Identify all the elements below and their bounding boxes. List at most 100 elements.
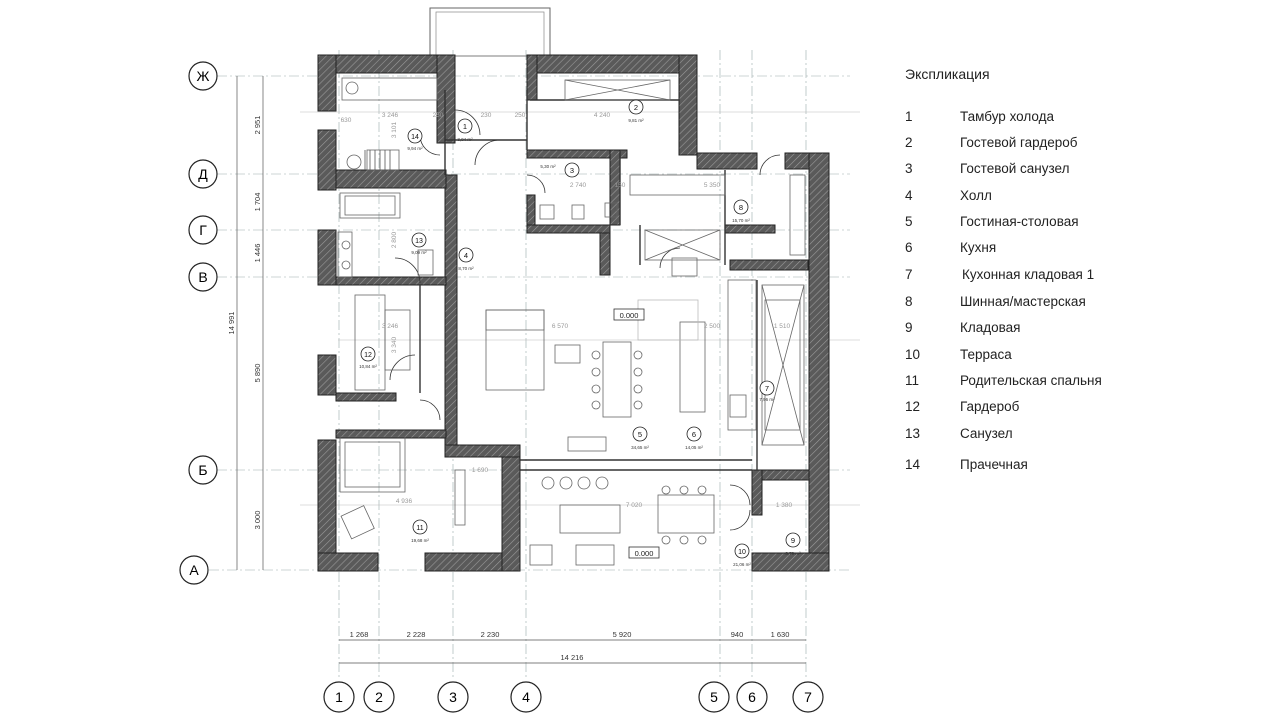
inner-dim: 4 936 — [396, 498, 413, 505]
dim-left-1: 2 951 — [253, 116, 262, 135]
room-marker-10: 10 21,06 m² — [733, 543, 751, 567]
inner-dim: 3 101 — [391, 121, 398, 138]
room-area: 9,09 m² — [411, 250, 427, 255]
porch-inner — [435, 11, 545, 57]
dim-bottom-3: 2 230 — [481, 630, 500, 639]
room-area: 15,70 m² — [732, 218, 750, 223]
axis-row-d — [188, 159, 218, 189]
legend-name: Гостиная-столовая — [960, 214, 1079, 229]
column-axis-markers: 1 2 3 4 5 6 7 — [323, 681, 824, 713]
legend-num: 10 — [905, 347, 921, 362]
partitions — [419, 90, 758, 471]
legend-num: 8 — [905, 294, 913, 309]
legend-name: Родительская спальня — [960, 373, 1102, 388]
legend-name: Кухня — [960, 240, 997, 255]
legend-name: Холл — [960, 188, 992, 203]
room-num: 3 — [570, 166, 574, 175]
room-area: 9,94 m² — [407, 146, 423, 151]
legend-num: 11 — [905, 373, 920, 388]
room-marker-6: 6 14,05 m² — [685, 426, 703, 450]
legend-name: Кладовая — [960, 320, 1021, 335]
room-area: 8,70 m² — [458, 266, 474, 271]
axis-row-g — [188, 215, 218, 245]
room-marker-14: 14 9,94 m² — [407, 128, 423, 151]
legend-title: Экспликация — [905, 66, 990, 82]
room-area: 34,65 m² — [631, 445, 649, 450]
room-area: 3,04 m² — [457, 137, 473, 142]
room-area: 21,06 m² — [733, 562, 751, 567]
room-marker-8: 8 15,70 m² — [732, 199, 750, 223]
inner-dim: 250 — [515, 112, 526, 119]
inner-dim: 2 500 — [704, 323, 721, 330]
dim-left-total: 14 991 — [227, 312, 236, 335]
room-marker-12: 12 10,84 m² — [359, 346, 377, 369]
axis-col-2 — [363, 681, 395, 713]
room-area: 7,96 m² — [759, 397, 775, 402]
left-dimensions: 2 951 1 704 1 446 5 890 3 000 14 991 — [227, 116, 262, 530]
inner-dim: 6 570 — [552, 323, 569, 330]
axis-col-5-label: 5 — [710, 689, 718, 705]
bottom-dimensions: 1 268 2 228 2 230 5 920 940 1 630 14 216 — [350, 630, 790, 662]
axis-row-a — [179, 555, 209, 585]
room-marker-7: 7 7,96 m² — [759, 380, 775, 402]
inner-dim: 5 350 — [704, 182, 721, 189]
room-markers: 1 3,04 m² 2 9,81 m² 3 5,30 m² 4 8,70 m² … — [359, 99, 801, 567]
room-num: 5 — [638, 430, 642, 439]
axis-col-3-label: 3 — [449, 689, 457, 705]
axis-row-a-label: А — [189, 562, 199, 578]
room-marker-1: 1 3,04 m² — [457, 118, 473, 142]
room-num: 13 — [415, 238, 423, 245]
legend-name: Кухонная кладовая 1 — [962, 267, 1095, 282]
inner-dim: 1 380 — [776, 502, 793, 509]
inner-dim: 250 — [433, 112, 444, 119]
axis-col-6 — [736, 681, 768, 713]
axis-row-zh — [188, 61, 218, 91]
legend-num: 5 — [905, 214, 913, 229]
room-marker-3: 3 5,30 m² — [540, 162, 580, 178]
legend-num: 3 — [905, 161, 913, 176]
inner-dimensions: 3 246 250 230 250 4 240 2 740 150 5 350 … — [341, 112, 793, 509]
axis-row-b-label: Б — [198, 462, 207, 478]
legend-name: Тамбур холода — [960, 109, 1055, 124]
room-marker-13: 13 9,09 m² — [411, 232, 427, 255]
room-num: 12 — [364, 352, 372, 359]
legend-num: 12 — [905, 399, 921, 414]
room-marker-5: 5 34,65 m² — [631, 426, 649, 450]
room-num: 2 — [634, 103, 638, 112]
axis-grid-lines — [209, 50, 850, 680]
room-num: 4 — [464, 251, 468, 260]
dim-bottom-2: 2 228 — [407, 630, 426, 639]
dim-bottom-total: 14 216 — [561, 653, 584, 662]
level-mark: 0.000 — [635, 549, 654, 558]
legend-num: 13 — [905, 426, 921, 441]
inner-dim: 630 — [341, 117, 352, 124]
room-marker-2: 2 9,81 m² — [628, 99, 644, 123]
level-mark: 0.000 — [620, 311, 639, 320]
room-num: 11 — [416, 525, 423, 532]
walls — [317, 54, 830, 572]
level-marks: 0.000 0.000 — [613, 308, 660, 559]
dim-bottom-5: 940 — [731, 630, 744, 639]
legend-num: 6 — [905, 240, 913, 255]
room-num: 8 — [739, 203, 743, 212]
axis-col-7-label: 7 — [804, 689, 812, 705]
room-marker-11: 11 19,68 m² — [411, 519, 429, 543]
room-num: 1 — [463, 122, 467, 131]
dim-left-3: 1 446 — [253, 244, 262, 263]
door-swings — [389, 109, 781, 531]
inner-dim: 2 740 — [570, 182, 587, 189]
axis-col-4-label: 4 — [522, 689, 530, 705]
row-axis-markers: Ж Д Г В Б А — [179, 61, 218, 585]
legend-num: 2 — [905, 135, 913, 150]
axis-col-6-label: 6 — [748, 689, 756, 705]
axis-col-1 — [323, 681, 355, 713]
legend-name: Гостевой санузел — [960, 161, 1070, 176]
dim-left-4: 5 890 — [253, 364, 262, 383]
axis-row-g-label: Г — [199, 222, 207, 238]
axis-col-4 — [510, 681, 542, 713]
axis-row-v — [188, 262, 218, 292]
inner-dim: 3 246 — [382, 112, 399, 119]
inner-dim: 2 800 — [391, 231, 398, 248]
room-area: 9,81 m² — [628, 118, 644, 123]
